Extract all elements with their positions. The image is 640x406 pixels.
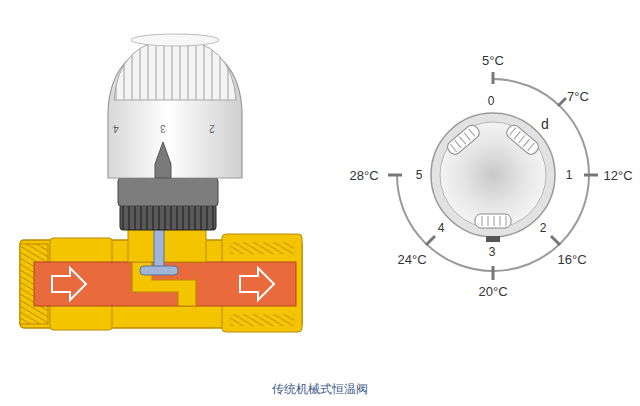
setting-number: 5	[416, 169, 423, 181]
scale-digit: 2	[209, 123, 215, 133]
temperature-label: 28°C	[349, 169, 378, 182]
dial-scale	[388, 72, 598, 280]
temperature-label: 5°C	[482, 54, 504, 67]
setting-number: 3	[489, 246, 496, 258]
temperature-label: 16°C	[557, 253, 586, 266]
caption: 传统机械式恒温阀	[272, 383, 368, 395]
scale-digit: 3	[160, 123, 166, 133]
thermostatic-head	[108, 34, 242, 230]
temperature-label: 7°C	[567, 90, 589, 103]
setting-mark: d	[541, 117, 549, 131]
temperature-label: 20°C	[478, 285, 507, 298]
setting-number: 0	[488, 95, 495, 107]
setting-number: 2	[540, 222, 547, 234]
setting-number: 4	[438, 222, 445, 234]
scale-digit: 4	[113, 123, 119, 133]
temperature-label: 24°C	[397, 253, 426, 266]
temperature-label: 12°C	[603, 169, 632, 182]
valve-body	[20, 204, 302, 332]
setting-number: 1	[566, 169, 573, 181]
